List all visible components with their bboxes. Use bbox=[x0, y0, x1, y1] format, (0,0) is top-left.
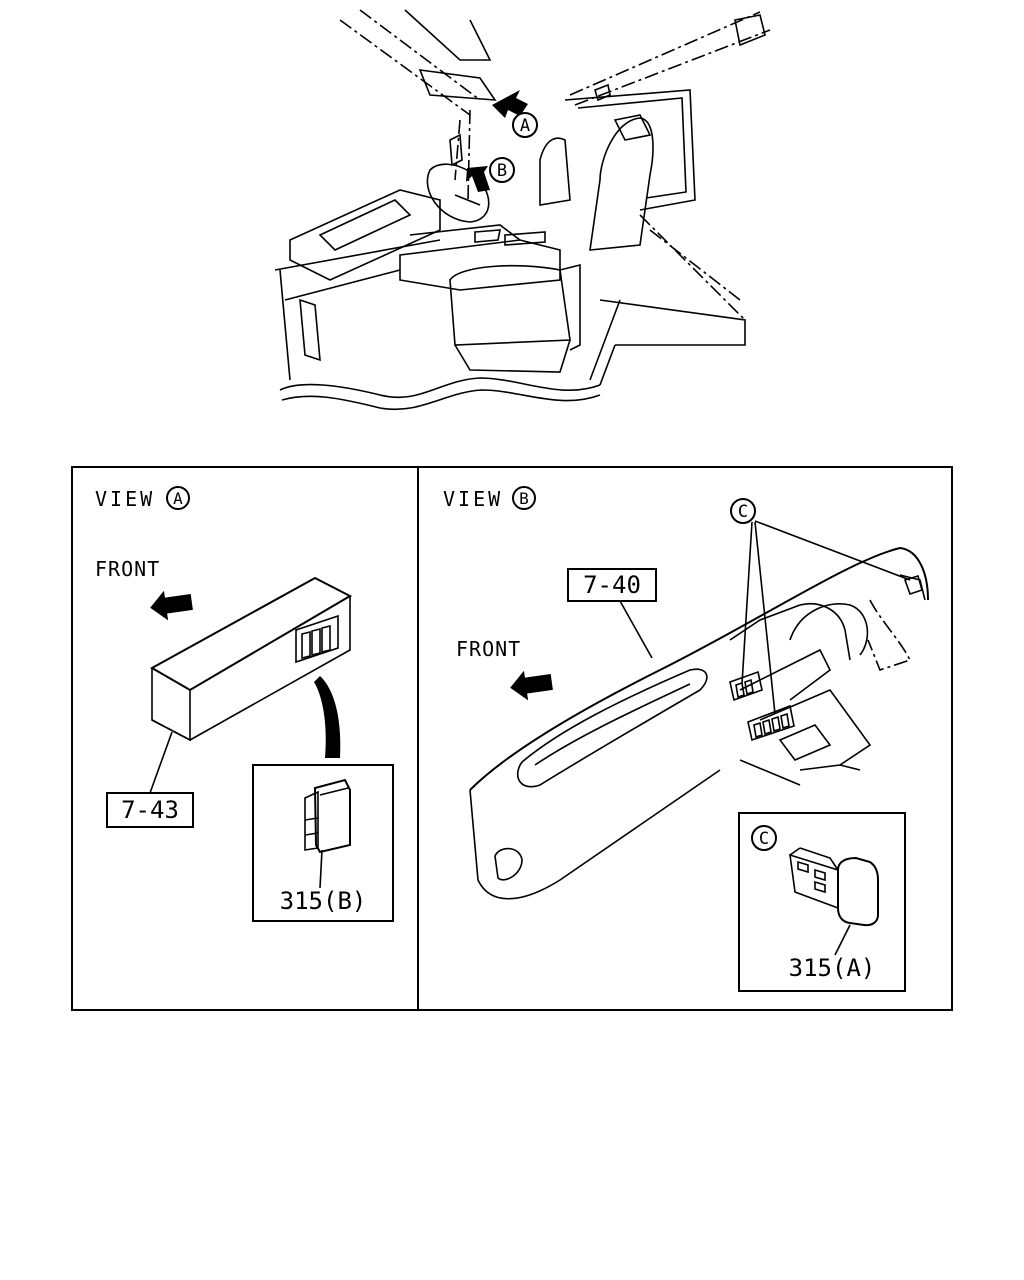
view-a-front-arrow-icon bbox=[150, 590, 193, 621]
callout-a-circle bbox=[512, 112, 538, 138]
callout-c-leader-1 bbox=[741, 521, 753, 685]
detail-c-circle bbox=[751, 825, 777, 851]
part-7-43-label: 7-43 bbox=[121, 796, 179, 824]
switch-panel-box bbox=[149, 576, 353, 742]
callout-b-circle bbox=[489, 157, 515, 183]
view-b-heading: VIEW bbox=[443, 487, 503, 511]
view-b-letter-circle bbox=[512, 486, 536, 510]
instrument-panel bbox=[469, 546, 929, 900]
views-frame bbox=[71, 466, 953, 1011]
callout-c-circle bbox=[730, 498, 756, 524]
part-315a-label: 315(A) bbox=[789, 954, 876, 982]
view-a-letter-circle bbox=[166, 486, 190, 510]
callout-b-label: B bbox=[497, 161, 507, 181]
callout-a-label: A bbox=[520, 116, 530, 136]
switch-315a bbox=[789, 847, 879, 927]
callout-c-leader-2 bbox=[754, 521, 776, 715]
part-7-40-label: 7-40 bbox=[583, 571, 641, 599]
view-a-front-label: FRONT bbox=[95, 557, 160, 581]
view-a-leader bbox=[149, 731, 173, 794]
view-a-panel: VIEW A FRONT 7-43 315(B) bbox=[95, 486, 394, 922]
detail-c-label: C bbox=[759, 829, 769, 849]
view-a-letter: A bbox=[173, 489, 183, 508]
view-b-front-label: FRONT bbox=[456, 637, 521, 661]
view-a-heading: VIEW bbox=[95, 487, 155, 511]
view-b-panel: VIEW B FRONT 7-40 bbox=[443, 486, 929, 992]
view-a-pointer-icon bbox=[314, 676, 341, 758]
view-b-letter: B bbox=[519, 489, 529, 508]
cab-interior-overview: A B bbox=[274, 9, 771, 411]
callout-c-leader-3 bbox=[754, 520, 911, 581]
detail-315b-box bbox=[252, 764, 394, 922]
view-b-front-arrow-icon bbox=[510, 670, 553, 701]
detail-315b-leader bbox=[319, 849, 323, 889]
part-7-43-box bbox=[106, 792, 194, 828]
view-b-7-40-leader bbox=[619, 600, 653, 659]
part-315b-label: 315(B) bbox=[280, 887, 367, 915]
part-7-40-box bbox=[567, 568, 657, 602]
blank-cap-315b bbox=[304, 778, 351, 854]
callout-c-label: C bbox=[738, 502, 748, 522]
detail-315a-leader bbox=[834, 924, 851, 956]
